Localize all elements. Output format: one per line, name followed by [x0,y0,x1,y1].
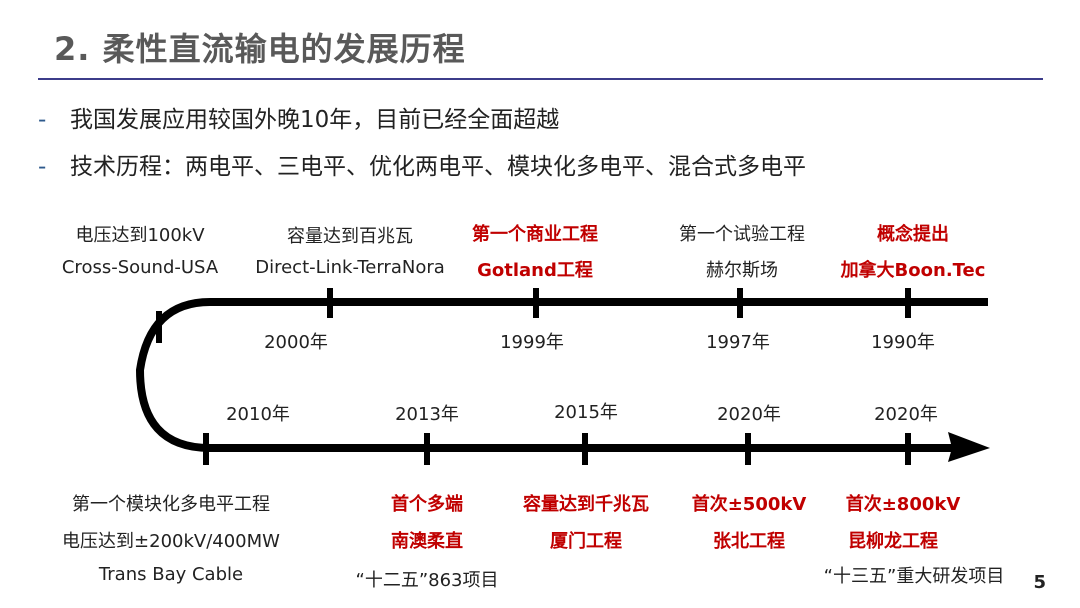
title-divider [38,78,1043,80]
milestone-title: 第一个试验工程 [679,224,805,245]
milestone-project: 厦门工程 [550,531,622,552]
year-label: 2000年 [264,332,328,353]
tick-upper-1990 [905,288,911,318]
tick-lower-2015 [582,433,588,465]
tick-upper-1999 [533,288,539,318]
milestone-title: 电压达到100kV [75,225,205,246]
timeline-arrowhead [948,432,990,462]
milestone-project: 张北工程 [713,531,785,552]
year-label: 1990年 [871,332,935,353]
milestone-title: 第一个商业工程 [472,224,598,245]
tick-lower-2020b [905,433,911,465]
milestone-title: 首个多端 [391,494,463,515]
milestone-project: 加拿大Boon.Tec [840,260,986,281]
tick-upper-start [156,311,162,343]
milestone-note: “十三五”重大研发项目 [823,566,1005,587]
milestone-note: Trans Bay Cable [98,564,244,585]
milestone-project: Cross-Sound-USA [61,257,219,278]
milestone-project: 赫尔斯场 [706,260,778,281]
bullet-text: 我国发展应用较国外晚10年，目前已经全面超越 [70,107,560,133]
milestone-title: 容量达到百兆瓦 [287,226,413,247]
milestone-project: 昆柳龙工程 [848,531,938,552]
timeline-path [135,298,988,452]
milestone-note: “十二五”863项目 [355,570,499,591]
year-label: 2015年 [554,402,618,423]
year-label: 2020年 [874,404,938,425]
milestone-title: 首次±800kV [845,494,961,515]
bullet-text: 技术历程：两电平、三电平、优化两电平、模块化多电平、混合式多电平 [70,154,806,180]
milestone-project: 电压达到±200kV/400MW [62,531,280,552]
page-number: 5 [1033,572,1046,593]
year-label: 2020年 [717,404,781,425]
milestone-project: Gotland工程 [477,260,593,281]
milestone-title: 容量达到千兆瓦 [523,494,649,515]
bullet-item: -技术历程：两电平、三电平、优化两电平、模块化多电平、混合式多电平 [38,147,806,181]
milestone-project: Direct-Link-TerraNora [255,257,445,278]
slide-title: 2. 柔性直流输电的发展历程 [54,30,466,68]
bullet-marker: - [38,154,47,180]
milestone-project: 南澳柔直 [391,531,463,552]
milestone-title: 概念提出 [877,224,949,245]
year-label: 1999年 [500,332,564,353]
year-label: 2010年 [226,404,290,425]
tick-upper-1997 [737,288,743,318]
tick-upper-2000 [327,288,333,318]
bullet-marker: - [38,107,47,133]
milestone-title: 第一个模块化多电平工程 [72,494,270,515]
milestone-title: 首次±500kV [691,494,807,515]
tick-lower-2013 [424,433,430,465]
bullet-item: -我国发展应用较国外晚10年，目前已经全面超越 [38,100,559,134]
tick-lower-2010 [203,433,209,465]
tick-lower-2020a [745,433,751,465]
year-label: 2013年 [395,404,459,425]
year-label: 1997年 [706,332,770,353]
